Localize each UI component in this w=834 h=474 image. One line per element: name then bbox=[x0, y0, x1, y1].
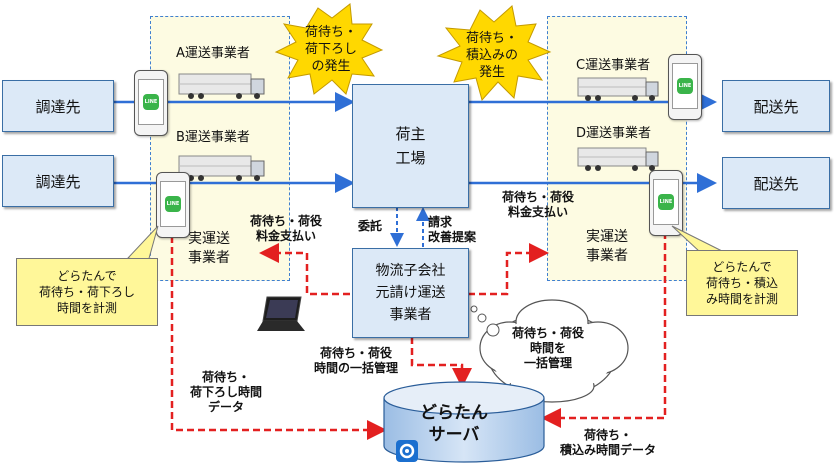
carrier-c-label: C運送事業者 bbox=[576, 58, 651, 73]
laptop-icon bbox=[257, 296, 305, 331]
left-data-label: 荷待ち・ 荷下ろし時間 データ bbox=[190, 370, 263, 414]
left-data-arrow bbox=[170, 236, 387, 440]
burst-loading bbox=[436, 5, 552, 102]
callout-left-measure: どらたんで 荷待ち・荷下ろし 時間を計測 bbox=[16, 258, 158, 326]
commission-label: 委託 bbox=[358, 219, 383, 233]
smartphone-carrier-a: LINE bbox=[134, 70, 168, 136]
destination-box-bottom: 配送先 bbox=[722, 157, 830, 209]
server-cylinder bbox=[383, 381, 545, 463]
source-box-top: 調達先 bbox=[2, 80, 114, 132]
destination-box-top: 配送先 bbox=[722, 80, 830, 132]
callout-right-measure: どらたんで 荷待ち・積込 み時間を計測 bbox=[686, 250, 798, 316]
right-payment-label: 荷待ち・荷役 料金支払い bbox=[502, 190, 575, 219]
burst-unloading bbox=[274, 3, 384, 95]
batch-manage-arrow bbox=[410, 337, 472, 388]
request-label: 請求 改善提案 bbox=[428, 215, 477, 244]
batch-manage-label: 荷待ち・荷役 時間の一括管理 bbox=[314, 346, 399, 375]
line-app-icon: LINE bbox=[658, 194, 674, 210]
truck-a bbox=[178, 73, 265, 99]
right-data-arrow bbox=[541, 232, 667, 428]
truck-b bbox=[178, 155, 265, 181]
actual-carrier-right: 実運送 事業者 bbox=[586, 229, 628, 264]
carrier-b-label: B運送事業者 bbox=[176, 130, 250, 145]
line-app-icon: LINE bbox=[677, 78, 693, 94]
payment-arrow-right bbox=[468, 243, 549, 296]
carrier-a-label: A運送事業者 bbox=[176, 46, 250, 61]
burst-unloading-text: 荷待ち・ 荷下ろし の発生 bbox=[305, 25, 358, 74]
burst-loading-text: 荷待ち・ 積込みの 発生 bbox=[466, 31, 519, 80]
actual-carrier-left: 実運送 事業者 bbox=[188, 231, 230, 266]
cloud-text: 荷待ち・荷役 時間を 一括管理 bbox=[512, 326, 585, 370]
smartphone-left-carrier: LINE bbox=[156, 172, 190, 238]
server-logo-icon bbox=[396, 440, 418, 462]
truck-c bbox=[577, 77, 659, 101]
source-box-bottom: 調達先 bbox=[2, 155, 114, 207]
carrier-d-label: D運送事業者 bbox=[576, 126, 652, 141]
smartphone-carrier-c: LINE bbox=[668, 54, 702, 120]
line-app-icon: LINE bbox=[143, 94, 159, 110]
line-app-icon: LINE bbox=[165, 196, 181, 212]
logistics-subsidiary-box: 物流子会社 元請け運送 事業者 bbox=[352, 248, 469, 338]
left-payment-label: 荷待ち・荷役 料金支払い bbox=[250, 214, 323, 243]
server-label: どらたん サーバ bbox=[420, 403, 488, 445]
truck-d bbox=[577, 147, 659, 171]
shipper-factory-box: 荷主 工場 bbox=[352, 84, 469, 208]
smartphone-right-carrier: LINE bbox=[649, 170, 683, 236]
right-data-label: 荷待ち・ 積込み時間データ bbox=[560, 428, 657, 457]
payment-arrow-left bbox=[259, 243, 350, 296]
